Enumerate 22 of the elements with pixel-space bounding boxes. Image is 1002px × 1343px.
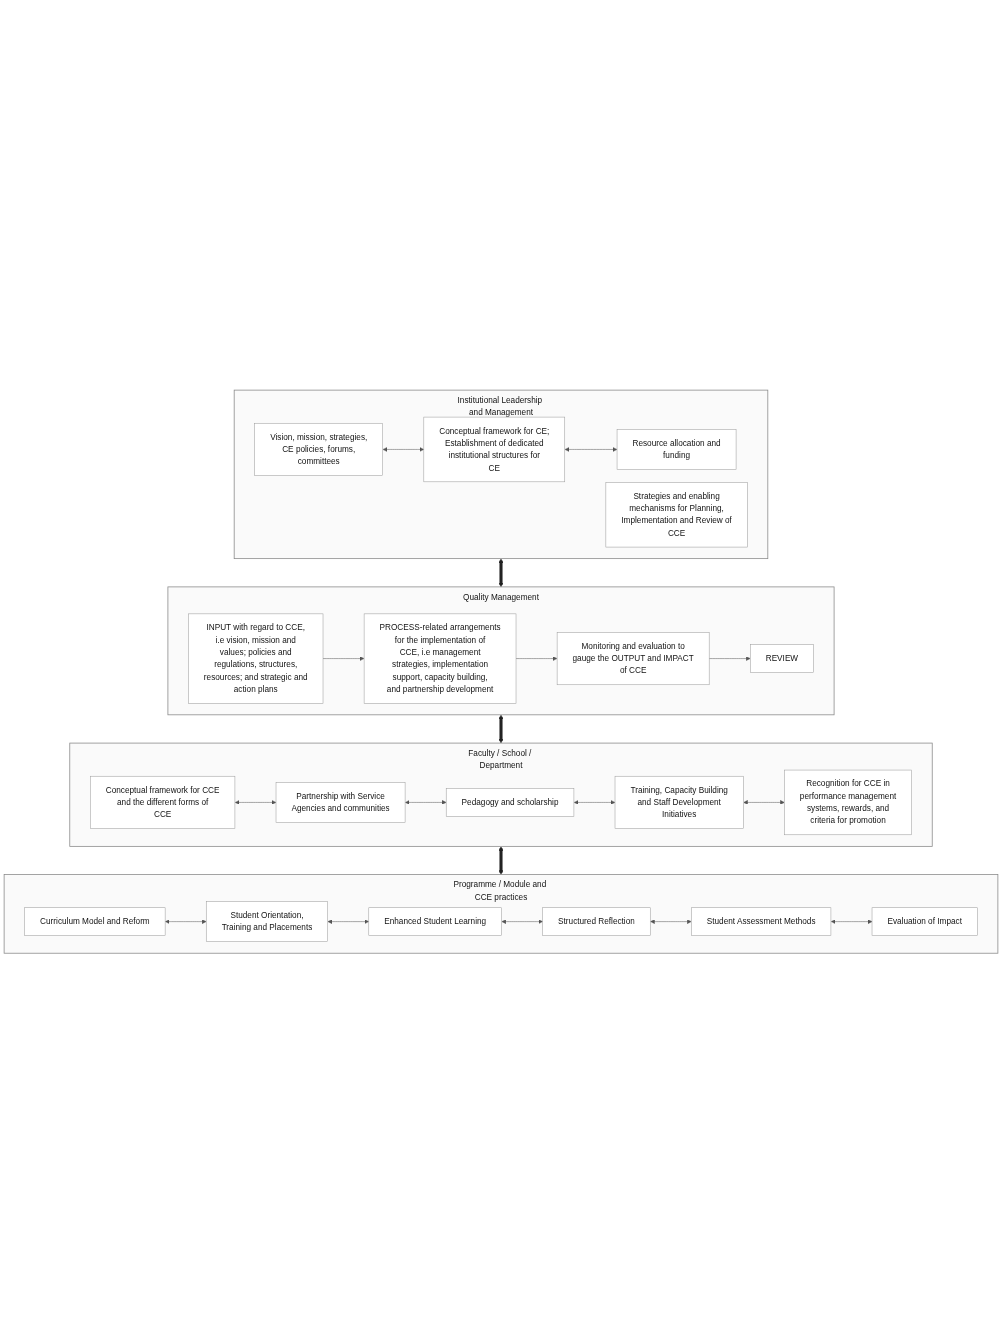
node-box: Conceptual framework for CCE and the different forms of CCE (90, 775, 236, 829)
node-box: Evaluation of Impact (871, 907, 978, 936)
node-box: Conceptual framework for CE; Establishment of dedicated institutional structures for CE (423, 416, 565, 482)
node-box: Monitoring and evaluation to gauge the OUTPUT and IMPACT of CCE (556, 631, 710, 685)
node-box: Vision, mission, strategies, CE policies, forums, committees (254, 422, 383, 476)
node-box: Resource allocation and funding (616, 429, 737, 470)
node-box: Strategies and enabling mechanisms for Planning, Implementation and Review of CCE (605, 481, 748, 548)
arrow (498, 714, 504, 744)
node-box: Pedagogy and scholarship (445, 788, 575, 817)
node-box: PROCESS-related arrangements for the implementation of CCE, i.e management strategies, implementation support, capacity building, and partnership development (363, 613, 517, 704)
node-box: Student Assessment Methods (691, 907, 832, 936)
node-box: Partnership with Service Agencies and communities (275, 781, 406, 823)
node-box: Enhanced Student Learning (368, 907, 502, 936)
node-box: Structured Reflection (542, 907, 651, 936)
node-box: Training, Capacity Building and Staff Development Initiatives (614, 775, 744, 829)
node-box: Curriculum Model and Reform (24, 907, 166, 936)
node-box: INPUT with regard to CCE, i.e vision, mission and values; policies and regulations, structures, resources; and strategic and action plans (188, 613, 324, 704)
arrow (498, 558, 504, 587)
node-box: Recognition for CCE in performance management systems, rewards, and criteria for promotion (784, 769, 912, 835)
node-box: Student Orientation, Training and Placements (206, 901, 328, 942)
node-box: REVIEW (750, 644, 814, 673)
arrow (498, 846, 504, 875)
